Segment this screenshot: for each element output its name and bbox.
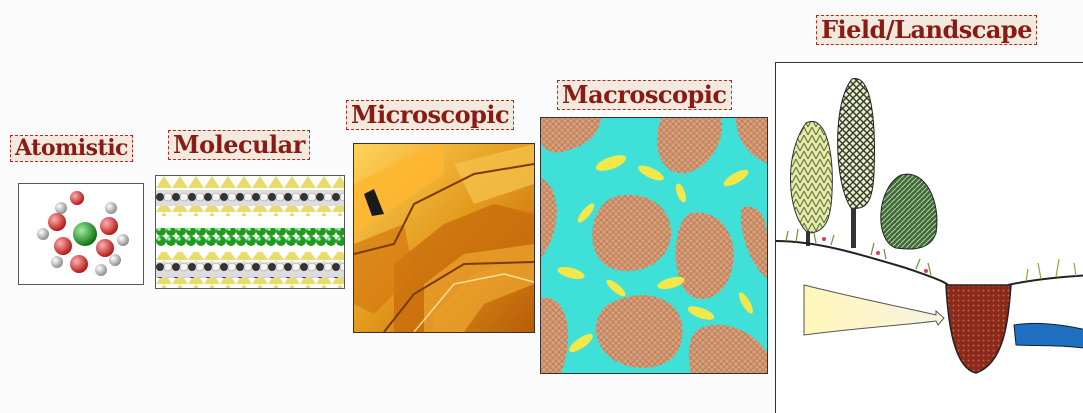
label-atomistic: Atomistic: [10, 135, 133, 162]
molecular-layers: [156, 176, 344, 288]
macroscopic-panel: [540, 117, 768, 374]
molecular-panel: [155, 175, 345, 289]
macroscopic-image: [541, 118, 767, 373]
atomistic-molecule: [19, 184, 143, 284]
label-molecular: Molecular: [168, 130, 310, 160]
label-microscopic: Microscopic: [346, 100, 514, 130]
label-field-landscape: Field/Landscape: [816, 15, 1037, 45]
label-macroscopic: Macroscopic: [557, 80, 732, 110]
field-landscape-panel: [775, 62, 1083, 413]
microscopic-panel: [353, 143, 535, 333]
microscopic-image: [354, 144, 534, 332]
landscape-image: [776, 63, 1083, 413]
atomistic-panel: [18, 183, 144, 285]
